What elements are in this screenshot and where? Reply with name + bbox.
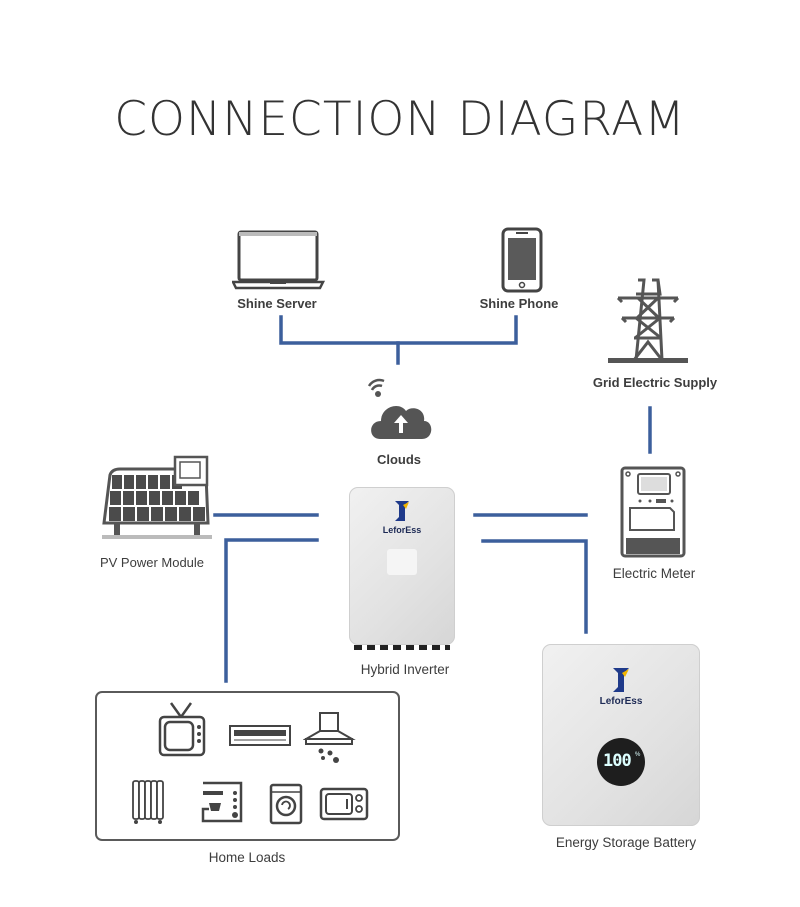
smartphone-icon [501, 227, 543, 293]
wifi-icon [367, 378, 385, 397]
grid-label: Grid Electric Supply [592, 375, 718, 390]
meter-node [620, 466, 686, 563]
line-inverter-to-loads [224, 538, 319, 683]
battery-soc-value: 100 [603, 751, 632, 771]
line-server-to-cloud [279, 315, 518, 345]
pv-node [100, 455, 215, 545]
clouds-label: Clouds [376, 452, 422, 467]
battery-soc-unit: % [635, 752, 641, 758]
shine-server-label: Shine Server [237, 296, 317, 311]
coffee-machine-icon [201, 781, 243, 823]
microwave-icon [319, 787, 369, 821]
home-loads-box [95, 691, 400, 841]
brand-logo-icon [613, 668, 629, 692]
radiator-icon [132, 780, 164, 824]
laptop-icon [230, 230, 326, 290]
electric-meter-icon [620, 466, 686, 558]
page-title: CONNECTION DIAGRAM [114, 92, 686, 147]
battery-brand: LeforEss [599, 696, 643, 707]
pv-label: PV Power Module [99, 555, 205, 570]
inverter-status-panel [387, 549, 417, 575]
air-conditioner-icon [229, 725, 291, 746]
clouds-node [366, 377, 436, 452]
tv-icon [158, 702, 206, 757]
solar-panel-icon [102, 455, 212, 539]
inverter-device-icon: LeforEss [349, 487, 455, 645]
inverter-brand: LeforEss [382, 525, 422, 535]
shine-server-node [230, 230, 332, 297]
battery-display: 100 % [597, 738, 645, 786]
washing-machine-icon [269, 783, 303, 825]
battery-device-icon: LeforEss 100 % [542, 644, 700, 826]
home-loads-label: Home Loads [208, 850, 286, 865]
inverter-label: Hybrid Inverter [360, 662, 450, 677]
range-hood-icon [303, 712, 356, 763]
shine-phone-label: Shine Phone [479, 296, 559, 311]
meter-label: Electric Meter [612, 566, 696, 581]
inverter-connectors [354, 645, 450, 650]
transmission-tower-icon [608, 278, 688, 363]
battery-label: Energy Storage Battery [555, 835, 697, 850]
grid-node [598, 276, 698, 371]
brand-logo-icon [395, 501, 409, 521]
line-inverter-to-battery [481, 539, 588, 634]
shine-phone-node [501, 227, 545, 298]
cloud-upload-icon [367, 378, 432, 439]
